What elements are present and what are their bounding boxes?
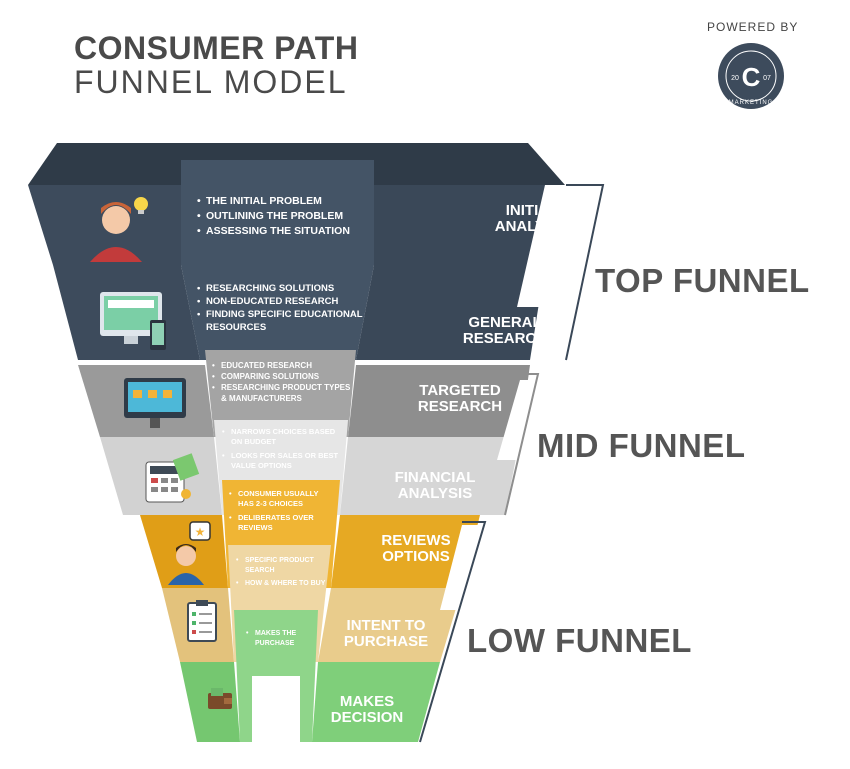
- person-lightbulb-icon: [90, 197, 148, 262]
- stage-4-bullets: NARROWS CHOICES BASED ON BUDGET LOOKS FO…: [222, 427, 342, 471]
- top-funnel-notch: [517, 185, 603, 307]
- computer-phone-icon: [100, 292, 166, 350]
- logo-year-left: 20: [731, 75, 739, 82]
- stage-7-bullet: MAKES THE PURCHASE: [246, 629, 312, 648]
- stage-1-bullets: THE INITIAL PROBLEM OUTLINING THE PROBLE…: [197, 194, 369, 239]
- stage-5-bullet: DELIBERATES OVER REVIEWS: [229, 513, 333, 533]
- stage-3-right-face: [348, 365, 530, 437]
- stage-3-bullet: RESEARCHING PRODUCT TYPES & MANUFACTURER…: [212, 382, 354, 404]
- svg-text:★: ★: [195, 525, 206, 539]
- mid-funnel-notch: [497, 380, 538, 460]
- svg-text:C: C: [742, 62, 761, 92]
- stage-6-label: INTENT TO PURCHASE: [343, 617, 429, 650]
- person-star-icon: ★: [168, 521, 211, 585]
- low-funnel-bracket: [419, 521, 487, 743]
- stage-2-bullets: RESEARCHING SOLUTIONS NON-EDUCATED RESEA…: [197, 282, 367, 334]
- stage-2-right-face: [356, 265, 545, 360]
- stage-3-bullet: COMPARING SOLUTIONS: [212, 371, 354, 382]
- stage-7-slot: [252, 676, 300, 742]
- stage-5-right-face: [331, 515, 480, 588]
- computer-boxes-icon: [124, 378, 186, 428]
- stage-1-right-face: [374, 185, 565, 265]
- stage-1-bullet: ASSESSING THE SITUATION: [197, 224, 369, 239]
- stage-7-bullets: MAKES THE PURCHASE: [246, 629, 312, 648]
- top-funnel-bracket: [565, 184, 605, 361]
- stage-4-bullet: NARROWS CHOICES BASED ON BUDGET: [222, 427, 342, 447]
- stage-7-right-face: [312, 662, 440, 742]
- wallet-icon: [208, 688, 232, 709]
- stage-6-bullets: SPECIFIC PRODUCT SEARCH HOW & WHERE TO B…: [236, 556, 326, 589]
- low-funnel-notch: [440, 525, 485, 610]
- section-label-mid-funnel: MID FUNNEL: [537, 427, 746, 464]
- section-label-top-funnel: TOP FUNNEL: [595, 262, 810, 299]
- stage-1-bullet: OUTLINING THE PROBLEM: [197, 209, 369, 224]
- stage-6-bullet: HOW & WHERE TO BUY: [236, 579, 326, 589]
- stage-4-right-face: [340, 437, 520, 515]
- title-line-1: CONSUMER PATH: [74, 30, 359, 66]
- company-logo: C 20 07 MARKETING: [718, 43, 784, 109]
- logo-year-right: 07: [763, 75, 771, 82]
- stage-4-label: FINANCIAL ANALYSIS: [394, 469, 476, 502]
- logo-ring-text: MARKETING: [729, 100, 774, 106]
- stage-5-bullet: CONSUMER USUALLY HAS 2-3 CHOICES: [229, 489, 333, 509]
- stage-2-bullet: FINDING SPECIFIC EDUCATIONAL RESOURCES: [197, 308, 367, 334]
- calculator-money-icon: [145, 453, 200, 503]
- stage-2-bullet: NON-EDUCATED RESEARCH: [197, 295, 367, 308]
- title-line-2: FUNNEL MODEL: [74, 64, 348, 100]
- stage-1-bullet: THE INITIAL PROBLEM: [197, 194, 369, 209]
- stage-6-bullet: SPECIFIC PRODUCT SEARCH: [236, 556, 326, 575]
- stage-4-bullet: LOOKS FOR SALES OR BEST VALUE OPTIONS: [222, 451, 342, 471]
- stage-2-bullet: RESEARCHING SOLUTIONS: [197, 282, 367, 295]
- stage-3-label: TARGETED RESEARCH: [417, 382, 503, 415]
- stage-2-label: GENERAL RESEARCH: [462, 314, 548, 347]
- stage-6-right-face: [318, 588, 462, 662]
- powered-by-label: POWERED BY: [707, 20, 799, 34]
- stage-1-label: INITIAL ANALYSIS: [494, 202, 570, 235]
- stage-3-bullet: EDUCATED RESEARCH: [212, 360, 354, 371]
- mid-funnel-bracket: [504, 373, 540, 516]
- section-label-low-funnel: LOW FUNNEL: [467, 622, 692, 659]
- stage-3-bullets: EDUCATED RESEARCH COMPARING SOLUTIONS RE…: [212, 360, 354, 404]
- stage-5-bullets: CONSUMER USUALLY HAS 2-3 CHOICES DELIBER…: [229, 489, 333, 533]
- stage-5-label: REVIEWS OPTIONS: [381, 532, 451, 565]
- clipboard-checklist-icon: [187, 600, 217, 642]
- stage-7-label: MAKES DECISION: [330, 693, 404, 726]
